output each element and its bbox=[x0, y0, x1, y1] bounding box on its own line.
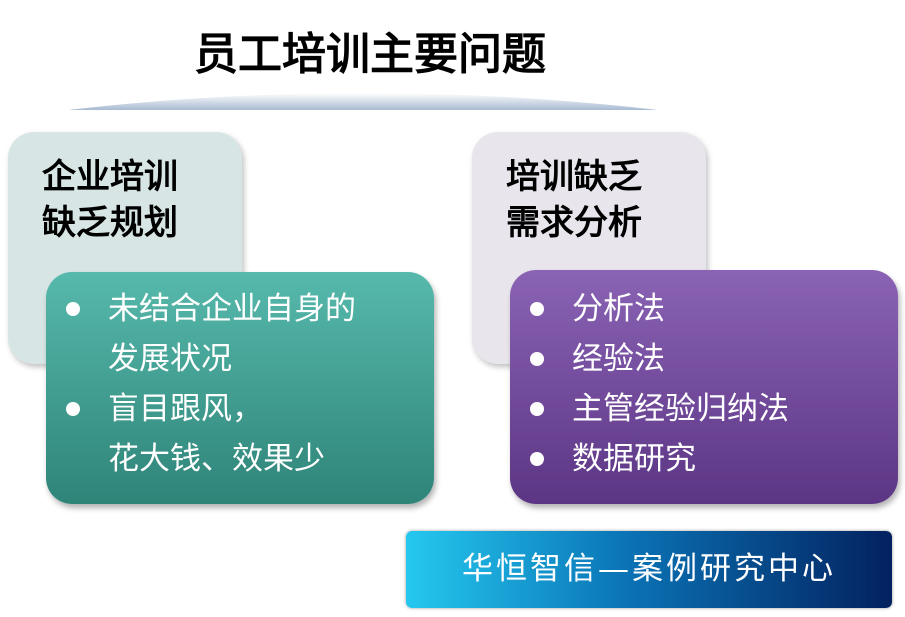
list-item: 经验法 bbox=[510, 334, 898, 384]
list-item-cont: 花大钱、效果少 bbox=[108, 441, 325, 477]
list-item: 未结合企业自身的 bbox=[46, 284, 434, 334]
brand-banner: 华恒智信—案例研究中心 bbox=[406, 531, 892, 608]
list-item: 分析法 bbox=[510, 284, 898, 334]
heading-line: 需求分析 bbox=[506, 203, 642, 243]
list-item: 数据研究 bbox=[510, 434, 898, 484]
heading-line: 缺乏规划 bbox=[42, 203, 178, 243]
heading-line: 企业培训 bbox=[42, 157, 178, 197]
list-item: 盲目跟风， bbox=[46, 384, 434, 434]
page-title: 员工培训主要问题 bbox=[194, 29, 546, 80]
left-issues-box: 未结合企业自身的 发展状况 盲目跟风， 花大钱、效果少 bbox=[46, 272, 434, 504]
list-item-cont: 发展状况 bbox=[108, 341, 232, 377]
list-item: 主管经验归纳法 bbox=[510, 384, 898, 434]
right-methods-box: 分析法 经验法 主管经验归纳法 数据研究 bbox=[510, 270, 898, 504]
heading-line: 培训缺乏 bbox=[506, 157, 642, 197]
title-underline-arc bbox=[68, 93, 658, 110]
